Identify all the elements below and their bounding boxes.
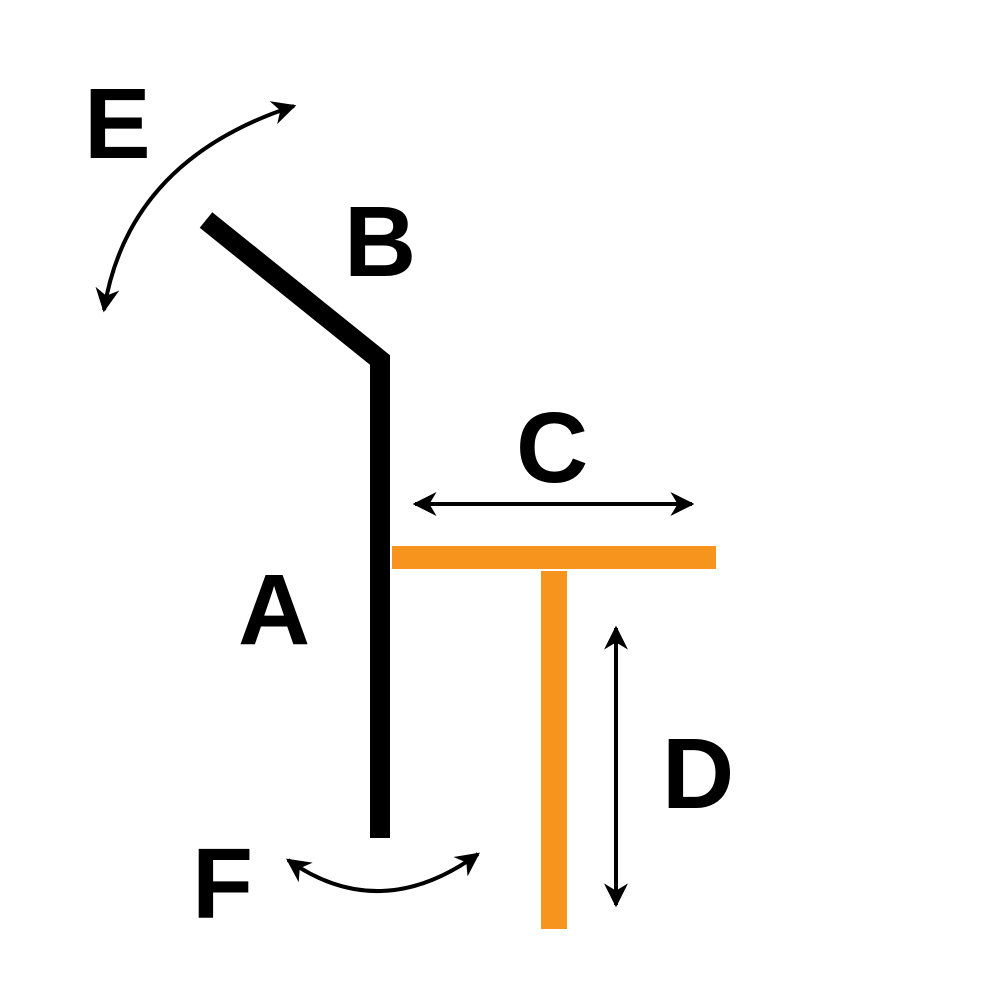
label-c: C <box>516 392 588 504</box>
label-f: F <box>192 828 253 940</box>
desk-top <box>392 546 716 569</box>
label-b: B <box>344 186 416 298</box>
arrow-f-curved <box>286 852 480 894</box>
label-a: A <box>238 554 310 666</box>
label-e: E <box>84 68 151 180</box>
label-d: D <box>662 718 734 830</box>
arrow-e-curved <box>95 101 297 313</box>
desk-leg <box>541 571 567 929</box>
backrest-and-height-line <box>199 212 390 838</box>
